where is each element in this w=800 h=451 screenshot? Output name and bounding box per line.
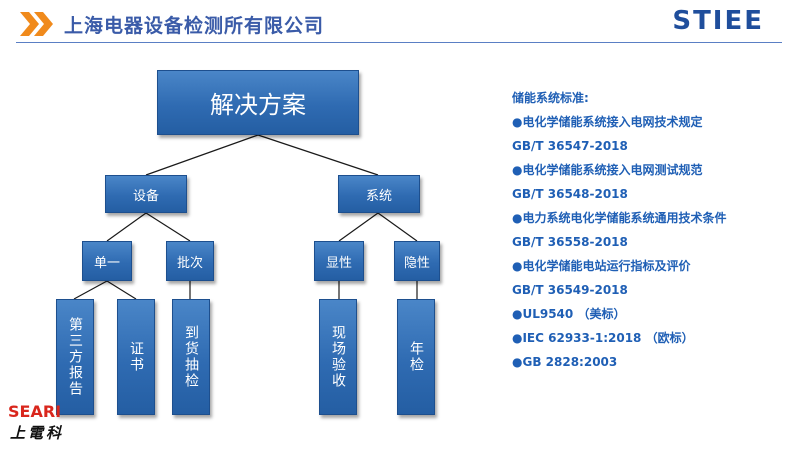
leaf-certificate: 证书 <box>117 299 155 415</box>
standards-title: 储能系统标准: <box>512 91 589 105</box>
standard-code: GB/T 36548-2018 <box>512 187 628 201</box>
standards-list: 储能系统标准: ●电化学储能系统接入电网技术规定 GB/T 36547-2018… <box>512 86 798 374</box>
standard-item: ●IEC 62933-1:2018 （欧标） <box>512 331 694 345</box>
standard-item: ●GB 2828:2003 <box>512 355 618 369</box>
standard-code: GB/T 36558-2018 <box>512 235 628 249</box>
standard-item: ●UL9540 （美标） <box>512 307 626 321</box>
header-divider <box>16 42 782 43</box>
branch-node-equipment: 设备 <box>105 175 187 213</box>
seari-logo: SEARI 上電科 <box>8 402 78 444</box>
standard-item: ●电力系统电化学储能系统通用技术条件 <box>512 211 727 225</box>
chevron-right-icon <box>20 12 39 36</box>
company-name: 上海电器设备检测所有限公司 <box>64 15 325 37</box>
standard-item: ●电化学储能电站运行指标及评价 <box>512 259 691 273</box>
leaf-annual-inspection: 年检 <box>397 299 435 415</box>
leaf-site-acceptance: 现场验收 <box>319 299 357 415</box>
standard-code: GB/T 36547-2018 <box>512 139 628 153</box>
chevron-right-icon <box>34 12 53 36</box>
leaf-third-party-report: 第三方报告 <box>56 299 94 415</box>
node-explicit: 显性 <box>314 241 364 281</box>
node-single: 单一 <box>82 241 132 281</box>
branch-node-system: 系统 <box>338 175 420 213</box>
leaf-arrival-sampling: 到货抽检 <box>172 299 210 415</box>
seari-logo-cn: 上電科 <box>10 424 65 442</box>
standard-item: ●电化学储能系统接入电网测试规范 <box>512 163 703 177</box>
standard-code: GB/T 36549-2018 <box>512 283 628 297</box>
standard-item: ●电化学储能系统接入电网技术规定 <box>512 115 703 129</box>
seari-logo-text: SEARI <box>8 402 62 421</box>
node-batch: 批次 <box>166 241 214 281</box>
header-bar: 上海电器设备检测所有限公司 STIEE <box>0 0 800 44</box>
root-node: 解决方案 <box>157 70 359 135</box>
node-implicit: 隐性 <box>394 241 440 281</box>
stiee-logo: STIEE <box>672 6 764 36</box>
